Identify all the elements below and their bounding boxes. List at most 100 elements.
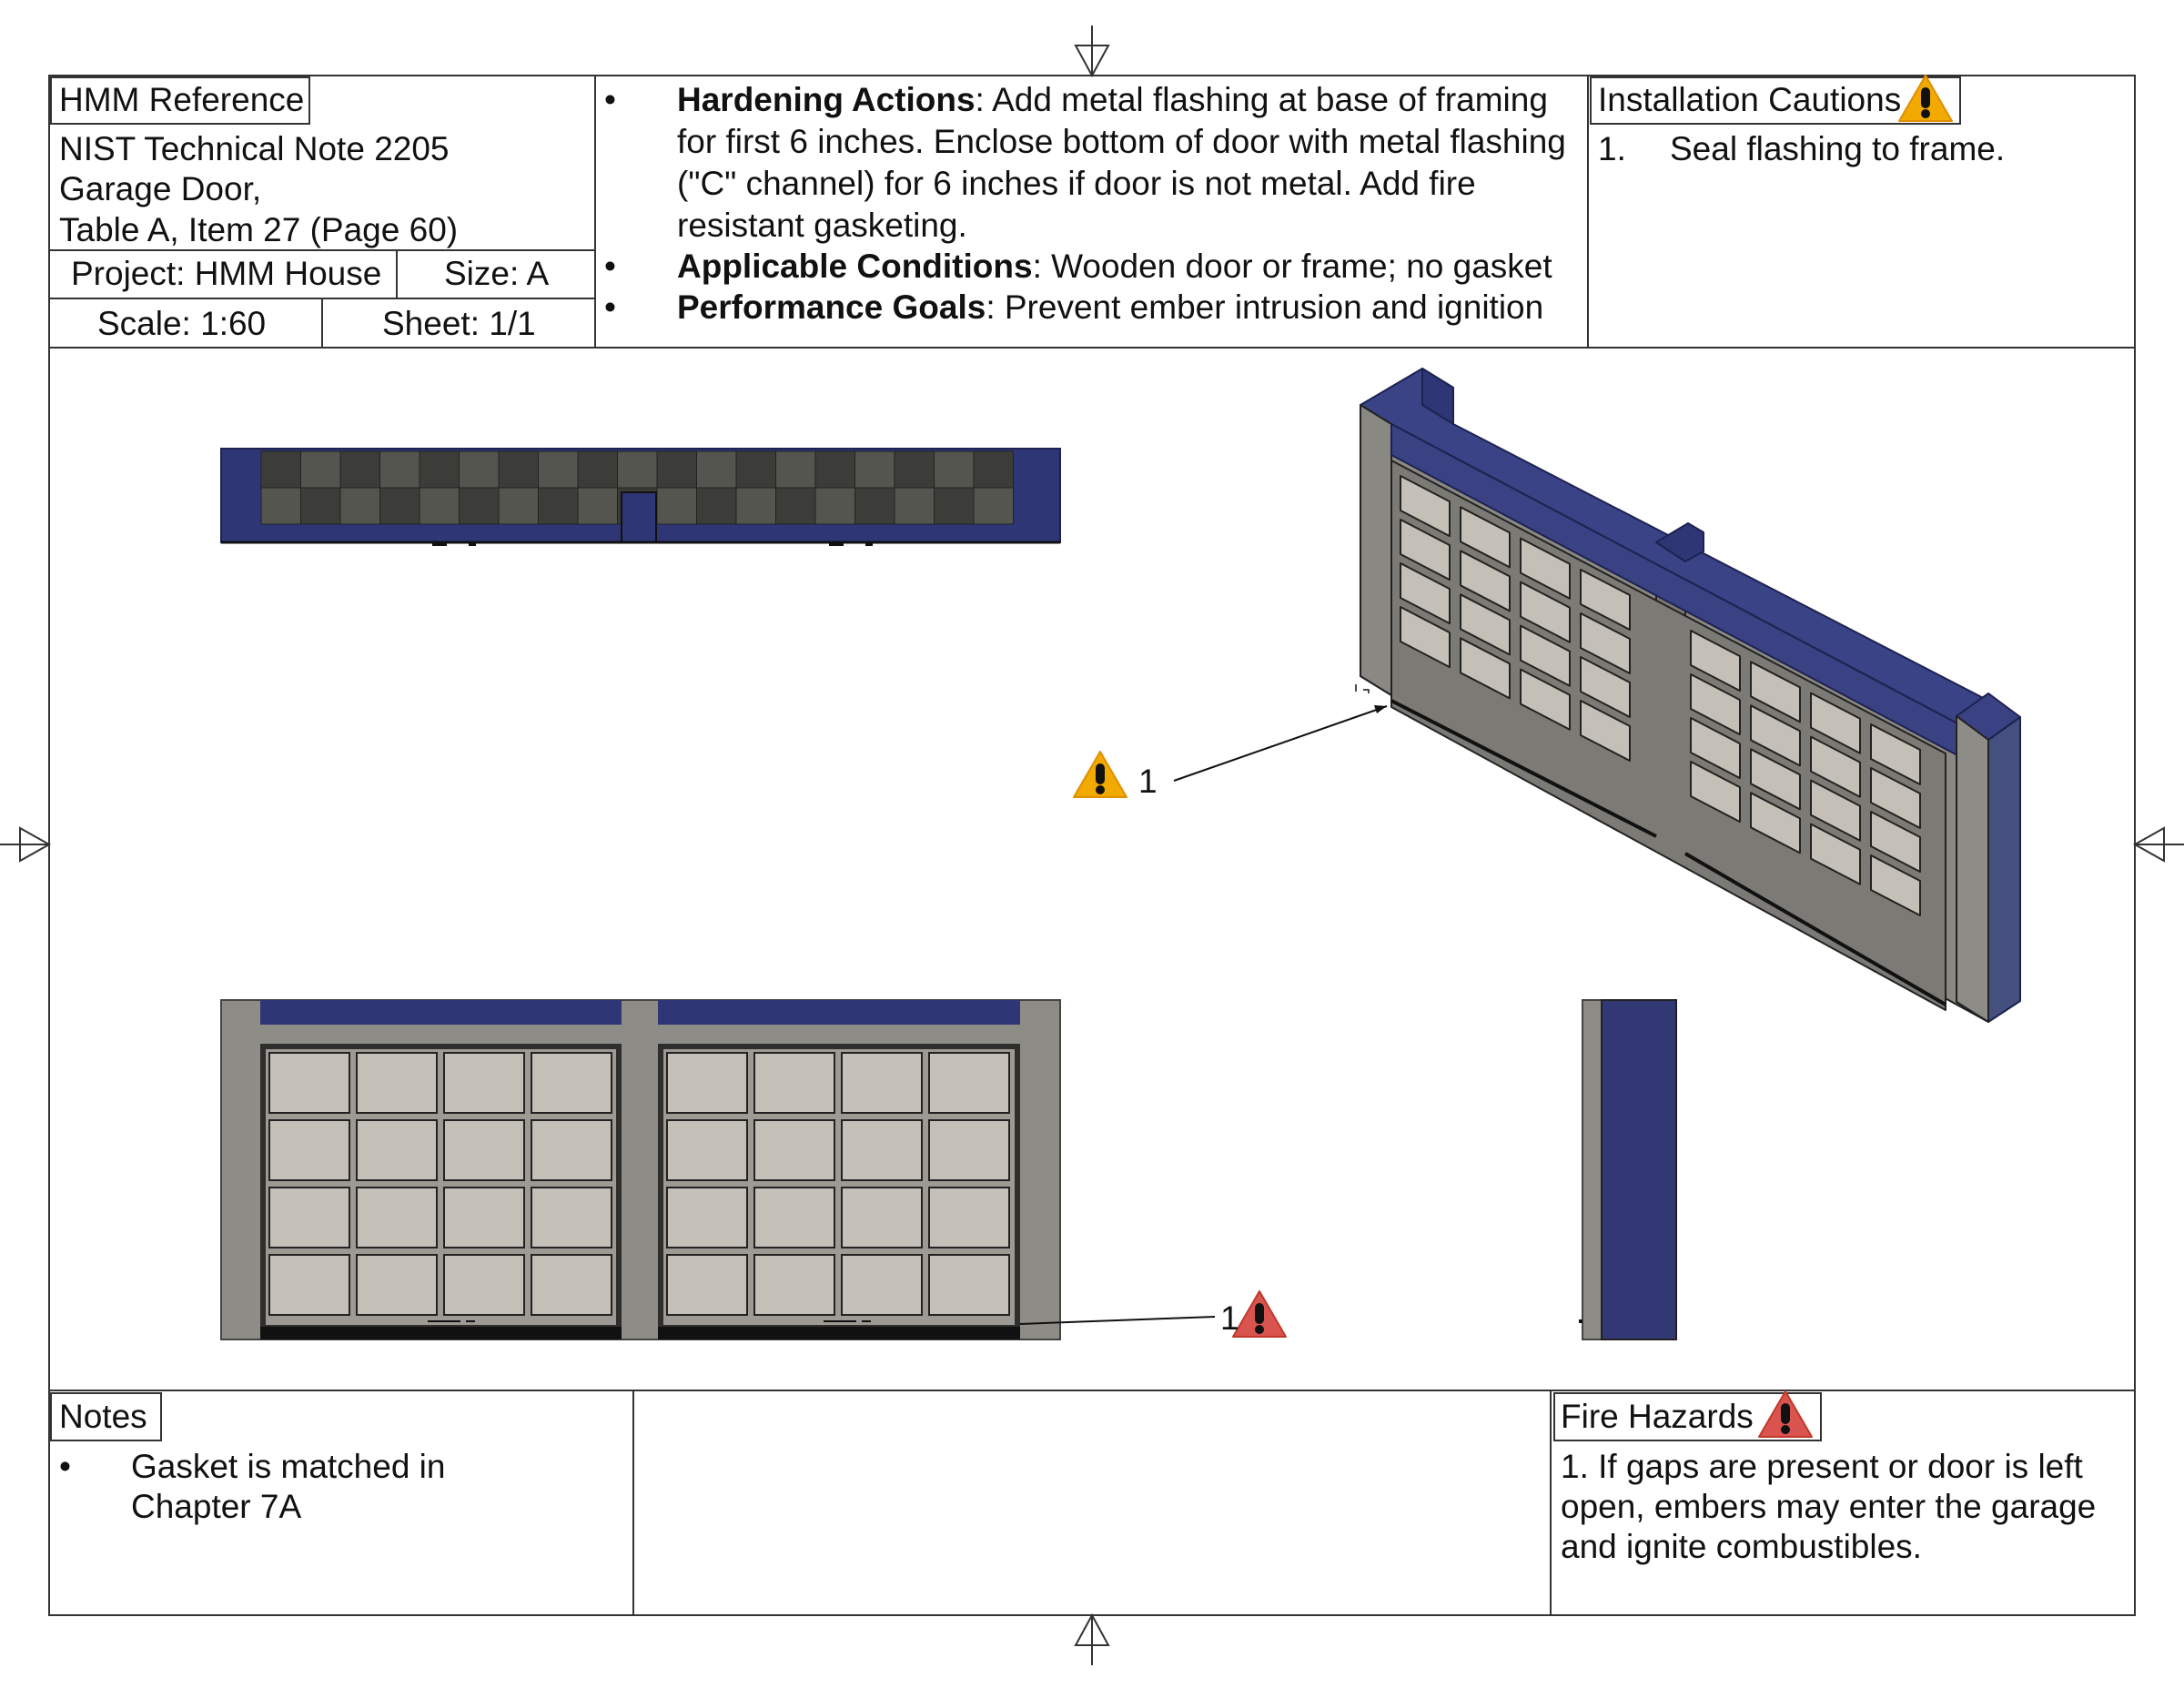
top-view-panel [656,450,697,489]
performance-goals: Performance Goals: Prevent ember intrusi… [677,288,1544,326]
door-panel [1520,537,1571,600]
door-panel [268,1119,350,1181]
door-panel [356,1052,438,1114]
door-panel [841,1119,923,1181]
fire-hazard-line-2: open, embers may enter the garage [1561,1488,2097,1525]
door-panel [666,1187,748,1248]
door-panel [666,1254,748,1316]
top-view-panel [814,450,855,489]
door-panel [1400,606,1451,669]
door-panel [268,1254,350,1316]
door-panel [1810,779,1861,842]
door-panel [1870,854,1921,917]
iso-callout-leader [1173,705,1388,782]
door-panel [268,1052,350,1114]
top-view-panel [300,487,341,525]
door-panel [443,1187,525,1248]
top-view-panel [854,450,895,489]
door-panel [1580,699,1631,763]
drawing-scale: Scale: 1:60 [97,305,267,342]
door-panel [1400,519,1451,581]
top-view-panel [339,487,380,525]
door-panel [1870,810,1921,874]
door-panel [928,1187,1010,1248]
bullet: • [604,288,616,326]
side-view [1579,999,1677,1340]
door-panel [841,1052,923,1114]
door-panel [443,1119,525,1181]
door-panel [753,1254,835,1316]
note-line-2: Chapter 7A [131,1488,302,1525]
top-view-panel [538,450,579,489]
door-panel [356,1119,438,1181]
door-panel [1690,717,1741,780]
bullet: • [604,81,616,118]
fire-hazard-line-3: and ignite combustibles. [1561,1528,1922,1565]
door-panel [1690,761,1741,824]
top-view-panel [459,487,500,525]
label-boxes [50,76,1961,1441]
hmm-reference-heading: HMM Reference [59,81,305,118]
door-panel [1750,748,1801,811]
door-panel [1750,704,1801,767]
top-view-panel [696,450,737,489]
top-view-panel [260,450,301,489]
door-panel [1460,593,1511,656]
door-panel [928,1254,1010,1316]
sheet-center-arrows [0,25,2184,1665]
door-panel [1580,655,1631,719]
top-view-panel [934,450,975,489]
bullet: • [604,248,616,285]
applicable-conditions: Applicable Conditions: Wooden door or fr… [677,248,1552,285]
door-panel [666,1052,748,1114]
door-panel [1690,673,1741,736]
top-view-panel [973,450,1014,489]
door-panel [1750,792,1801,854]
top-view-panel [300,450,341,489]
hmm-source-line-1: NIST Technical Note 2205 [59,130,450,167]
bullet: • [59,1448,71,1485]
top-view-panel [894,487,935,525]
door-panel [531,1187,612,1248]
door-panel [1460,506,1511,569]
door-panel [1460,550,1511,612]
door-panel [666,1119,748,1181]
top-view-panel [617,450,658,489]
hardening-actions-line-3: ("C" channel) for 6 inches if door is no… [677,165,1476,202]
door-panel [1400,562,1451,625]
door-panel [531,1119,612,1181]
top-view-panel [854,487,895,525]
door-panel [841,1187,923,1248]
fire-hazard-triangle-icon [1758,1390,1813,1438]
fire-hazard-line-1: 1. If gaps are present or door is left [1561,1448,2083,1485]
top-view-panel [379,450,420,489]
hardening-actions-line-4: resistant gasketing. [677,207,967,244]
door-panel [1580,568,1631,632]
top-view-panel [419,487,460,525]
top-view-panel [379,487,420,525]
top-view-panel [459,450,500,489]
door-panel [1690,630,1741,692]
fire-hazard-triangle-icon [1232,1290,1287,1338]
hmm-source-line-3: Table A, Item 27 (Page 60) [59,211,459,248]
door-panel [1810,823,1861,885]
door-panel [531,1052,612,1114]
top-view-panel [538,487,579,525]
door-panel [356,1187,438,1248]
door-panel [1870,723,1921,786]
door-panel [443,1052,525,1114]
hmm-source-line-2: Garage Door, [59,170,262,207]
top-view-panel [775,487,816,525]
top-view-panel [735,487,776,525]
door-panel [1810,735,1861,798]
door-panel [1460,637,1511,700]
top-view-panel [498,450,539,489]
door-panel [268,1187,350,1248]
caution-triangle-icon [1898,75,1953,122]
top-view-panel [696,487,737,525]
top-view-panel [260,487,301,525]
project-name: Project: HMM House [71,255,382,292]
front-callout-leader [1019,1316,1216,1325]
door-panel [1810,692,1861,754]
